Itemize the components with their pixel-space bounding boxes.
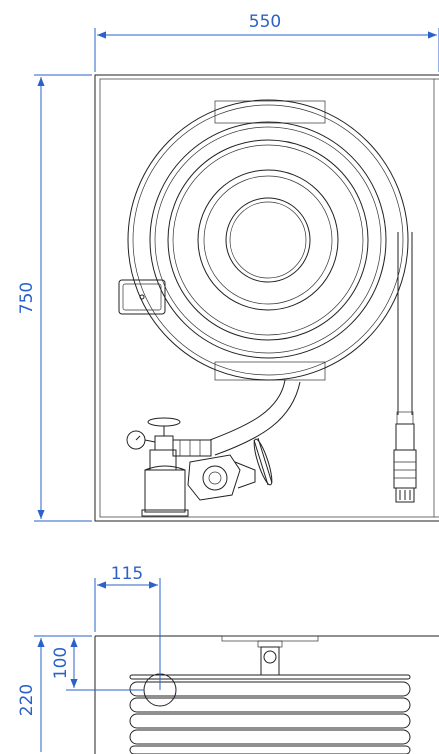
hose-inlet [209, 379, 286, 441]
hose-reel [127, 99, 409, 381]
reel-side-coils [129, 674, 411, 754]
dim-total-depth: 220 [17, 635, 66, 752]
reel-mount-top [214, 100, 326, 124]
dim-width: 550 [94, 12, 439, 72]
dim-offset-label: 115 [111, 564, 143, 584]
inspection-box [118, 279, 166, 315]
hose-right [393, 232, 417, 503]
dim-width-label: 550 [249, 12, 281, 32]
landing-valve [187, 437, 273, 501]
dim-inner-depth: 100 [51, 635, 144, 691]
extinguisher-body [144, 469, 186, 513]
dim-total-depth-label: 220 [17, 684, 37, 716]
dim-inner-depth-label: 100 [51, 647, 71, 679]
dim-height-label: 750 [17, 282, 37, 314]
cabinet-inner-frame [99, 78, 439, 518]
dim-offset: 115 [94, 564, 161, 690]
side-view [94, 635, 439, 754]
cabinet-frame [94, 74, 439, 522]
front-view [94, 74, 439, 522]
reel-mount-bottom [214, 361, 326, 381]
dim-height: 750 [17, 74, 92, 522]
valve-assembly [126, 417, 212, 517]
